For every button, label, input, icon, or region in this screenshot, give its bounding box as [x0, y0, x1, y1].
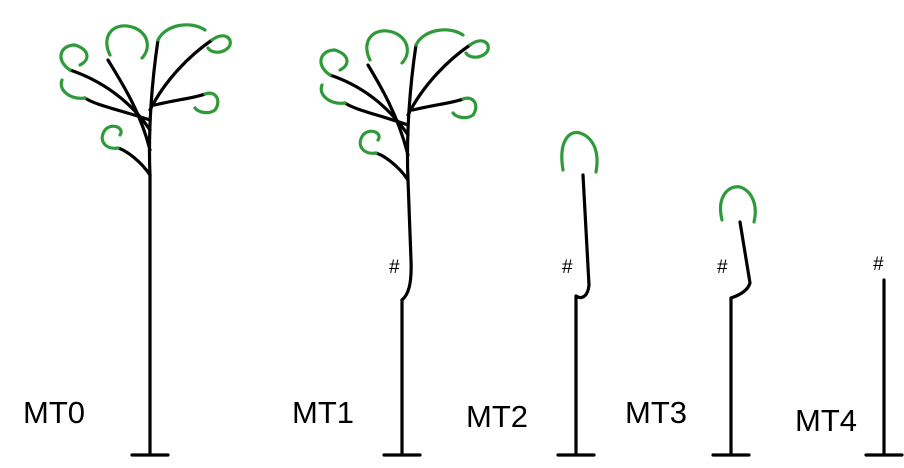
mt3-stem-upper: [729, 220, 752, 300]
mt2-leaf: [560, 130, 599, 174]
mt2-label: MT2: [466, 399, 528, 434]
mt3-label: MT3: [625, 395, 687, 430]
mt1-cut-mark: #: [389, 257, 400, 278]
plant-mt4: # MT4: [795, 254, 904, 457]
mt0-branches: [68, 38, 214, 177]
mt2-stem-upper: [574, 173, 591, 300]
mt1-leaves: [319, 28, 490, 155]
plant-mt0: MT0: [23, 23, 232, 457]
plant-mt3: # MT3: [625, 185, 757, 457]
mt2-cut-mark: #: [562, 257, 573, 278]
mt1-label: MT1: [292, 395, 354, 430]
mt4-label: MT4: [795, 403, 857, 438]
mt0-leaves: [59, 23, 232, 150]
plant-mt2: # MT2: [466, 130, 599, 457]
mt0-label: MT0: [23, 395, 85, 430]
mt1-stem-upper: [400, 178, 413, 302]
mt3-cut-mark: #: [717, 257, 728, 278]
plant-mt1: # MT1: [292, 28, 490, 457]
mt1-branches: [328, 43, 472, 182]
mt4-cut-mark: #: [873, 254, 884, 275]
mt3-leaf: [719, 185, 757, 224]
